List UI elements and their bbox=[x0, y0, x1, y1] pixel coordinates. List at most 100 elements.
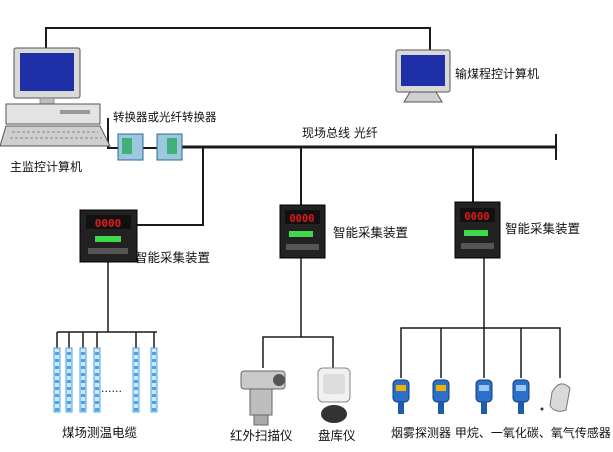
cable-sensor-node bbox=[134, 352, 138, 355]
cable-sensor-node bbox=[134, 408, 138, 411]
acq-mid-led: 0000 bbox=[289, 213, 314, 225]
cable-sensor-node bbox=[55, 366, 59, 369]
acq-right-display bbox=[460, 208, 495, 222]
monitor-screen bbox=[20, 53, 74, 91]
cable-sensor-node bbox=[55, 380, 59, 383]
cable-sensor-node bbox=[67, 359, 71, 362]
keyboard bbox=[0, 125, 111, 147]
ir-scanner-body bbox=[249, 388, 273, 416]
cable-sensor-node bbox=[95, 352, 99, 355]
sensor-probe bbox=[398, 402, 404, 414]
fieldbus-label: 现场总线 光纤 bbox=[302, 126, 378, 140]
cable-ellipsis: ...... bbox=[101, 382, 122, 395]
cable-sensor-node bbox=[95, 408, 99, 411]
acq-left-display bbox=[86, 215, 131, 229]
inventory-instrument bbox=[317, 367, 351, 423]
acq-left-led: 0000 bbox=[95, 217, 122, 230]
cable-sensor-node bbox=[81, 352, 85, 355]
cable-sensor-node bbox=[134, 401, 138, 404]
cable-sensor-node bbox=[55, 373, 59, 376]
ir-scanner-lens bbox=[273, 374, 285, 386]
oxygen-sensor bbox=[549, 383, 571, 412]
cable-sensor-node bbox=[152, 401, 156, 404]
cable-sensor-node bbox=[134, 359, 138, 362]
connection-lines bbox=[45, 27, 561, 378]
converter-2-panel bbox=[167, 138, 177, 154]
temperature-cables bbox=[53, 332, 158, 413]
cable-sensor-node bbox=[152, 394, 156, 397]
converter-label: 转换器或光纤转换器 bbox=[113, 110, 217, 124]
converter-2 bbox=[156, 133, 183, 161]
cable-sensor-node bbox=[81, 380, 85, 383]
cable-sensor-node bbox=[55, 394, 59, 397]
acq-device-left: 0000 bbox=[79, 209, 138, 263]
cable-sensor-node bbox=[152, 352, 156, 355]
cable-sensor-node bbox=[81, 394, 85, 397]
cable-sensor-node bbox=[152, 373, 156, 376]
cable-sensor-node bbox=[152, 408, 156, 411]
sensor-probe bbox=[481, 402, 487, 414]
ir-scanner bbox=[240, 370, 286, 426]
acq-left-label: 智能采集装置 bbox=[135, 250, 210, 265]
cable-sensor-node bbox=[95, 394, 99, 397]
sensor-window bbox=[479, 385, 489, 391]
cable-sensor-node bbox=[152, 366, 156, 369]
cable-sensor-node bbox=[81, 366, 85, 369]
cable-sensor-node bbox=[134, 387, 138, 390]
acq-mid-keys bbox=[286, 244, 319, 250]
cable-sensor-node bbox=[67, 380, 71, 383]
main-to-converter bbox=[107, 118, 118, 149]
cable-sensor-node bbox=[55, 359, 59, 362]
cable-sensor-node bbox=[67, 387, 71, 390]
cable-sensor-node bbox=[67, 394, 71, 397]
acq-device-right: 0000 bbox=[454, 201, 501, 259]
acq-mid-leds bbox=[289, 231, 313, 237]
monitor-neck bbox=[39, 97, 55, 105]
computer-link bbox=[45, 27, 431, 52]
cable-sensor-node bbox=[55, 352, 59, 355]
cable-sensor-node bbox=[134, 366, 138, 369]
cable-sensor-node bbox=[67, 352, 71, 355]
cable-sensor-node bbox=[95, 373, 99, 376]
remote-monitor-base bbox=[403, 91, 443, 103]
acq-left-keys bbox=[88, 248, 128, 254]
cable-sensor-node bbox=[55, 408, 59, 411]
acq-right-label: 智能采集装置 bbox=[505, 221, 580, 236]
inventory-window bbox=[323, 374, 345, 394]
cable-sensor-node bbox=[95, 401, 99, 404]
acq-right-keys bbox=[461, 243, 494, 249]
sensor-probe bbox=[438, 402, 444, 414]
cable-sensor-node bbox=[152, 380, 156, 383]
cable-sensor-node bbox=[81, 387, 85, 390]
ir-scanner-base bbox=[253, 414, 269, 426]
cable-sensor-node bbox=[81, 408, 85, 411]
cable-sensor-node bbox=[95, 380, 99, 383]
sensor-window bbox=[396, 385, 406, 391]
converter-1 bbox=[117, 133, 144, 161]
main-computer-label: 主监控计算机 bbox=[10, 159, 82, 174]
acq-right-led: 0000 bbox=[464, 211, 489, 223]
converter-1-panel bbox=[122, 138, 132, 154]
cable-sensor-node bbox=[95, 387, 99, 390]
cable-sensor-node bbox=[95, 359, 99, 362]
acq-mid-display bbox=[285, 210, 320, 224]
main-computer bbox=[0, 47, 111, 147]
drop-left bbox=[137, 147, 204, 226]
acq-left-leds bbox=[95, 236, 121, 242]
remote-monitor-screen bbox=[401, 55, 445, 86]
ellipsis-dot bbox=[540, 407, 544, 411]
sensor-window bbox=[516, 385, 526, 391]
cable-sensor-node bbox=[67, 366, 71, 369]
cable-sensor-node bbox=[81, 373, 85, 376]
sensor-probe bbox=[518, 402, 524, 414]
inventory-label: 盘库仪 bbox=[318, 428, 356, 443]
sensor-window bbox=[436, 385, 446, 391]
cable-sensor-node bbox=[134, 380, 138, 383]
cable-sensor-node bbox=[95, 366, 99, 369]
cable-sensor-node bbox=[67, 408, 71, 411]
sensors bbox=[392, 379, 571, 414]
cable-sensor-node bbox=[152, 387, 156, 390]
cable-sensor-node bbox=[134, 373, 138, 376]
